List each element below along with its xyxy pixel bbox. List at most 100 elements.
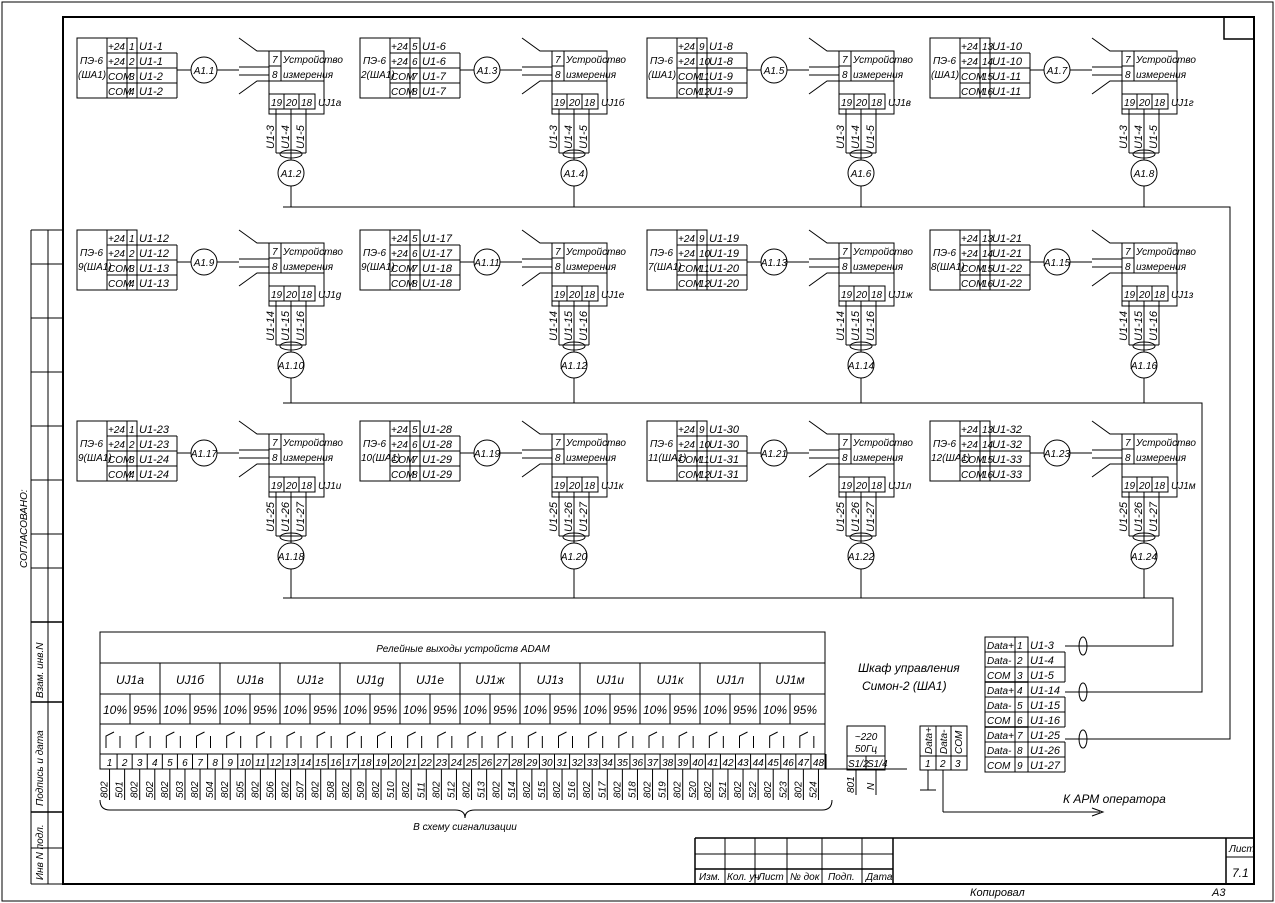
relay-level-low: 10%	[583, 703, 607, 717]
terminal-signal: +24	[678, 249, 695, 260]
relay-contact	[467, 731, 477, 748]
wire-mark: U1-17	[422, 248, 453, 260]
cable-marker-out: A1.20	[560, 552, 588, 563]
terminal-signal: COM	[108, 455, 132, 466]
bus-terminal-number: 6	[1017, 716, 1023, 727]
device-pin-number: 18	[584, 98, 596, 109]
signal-wire-mark: U1-14	[265, 311, 277, 341]
cable-marker-out: A1.14	[847, 361, 875, 372]
device-title: Устройство	[1135, 438, 1196, 449]
device-pin-number: 8	[272, 453, 278, 464]
format-label: А3	[1211, 887, 1226, 899]
relay-terminal-number: 8	[212, 758, 218, 769]
relay-wire-mark: 524	[808, 781, 819, 798]
terminal-signal: COM	[391, 470, 415, 481]
terminal-signal: COM	[678, 87, 702, 98]
pe-module-name: ПЭ-6	[650, 439, 674, 450]
device-title: Устройство	[565, 247, 626, 258]
device-subtitle: измерения	[853, 453, 904, 464]
terminal-number: 8	[412, 470, 418, 481]
wire-mark: U1-31	[709, 454, 739, 466]
wire-mark: U1-21	[992, 233, 1022, 245]
relay-level-high: 95%	[553, 703, 577, 717]
device-pin-number: 19	[1124, 98, 1136, 109]
cable-marker-in: A1.11	[473, 258, 499, 269]
terminal-number: 2	[128, 57, 135, 68]
relay-terminal-number: 5	[167, 758, 173, 769]
wire-mark: U1-18	[422, 263, 453, 275]
cable-marker-in: A1.5	[763, 66, 785, 77]
terminal-number: 10	[699, 440, 711, 451]
sheet-number: 7.1	[1232, 866, 1249, 880]
device-pin-number: 8	[555, 453, 561, 464]
device-subtitle: измерения	[566, 262, 617, 273]
wire-mark: U1-11	[992, 86, 1021, 98]
device-pin-number: 7	[842, 55, 848, 66]
device-pin-number: 7	[555, 438, 561, 449]
relay-contact	[226, 731, 235, 748]
relay-terminal-number: 22	[420, 758, 433, 769]
tb-izm: Изм.	[699, 872, 720, 883]
relay-wire-mark: 511	[416, 782, 427, 798]
terminal-signal: +24	[961, 42, 978, 53]
wire-mark: U1-24	[139, 469, 169, 481]
tb-doc: № док	[790, 872, 821, 883]
bus-wire-mark: U1-3	[1030, 640, 1055, 652]
device-bottom-pins	[1121, 476, 1169, 493]
terminal-number: 3	[129, 72, 135, 83]
signal-wire-mark: U1-3	[265, 124, 277, 149]
connector-fan	[808, 229, 839, 244]
arm-data-label: COM	[954, 730, 965, 754]
wire-mark: U1-8	[709, 56, 734, 68]
measuring-device-box	[838, 242, 895, 307]
relay-terminal-number: 44	[753, 758, 765, 769]
relay-terminal-number: 47	[798, 758, 810, 769]
wire-mark: U1-33	[992, 454, 1023, 466]
relay-terminal-number: 39	[677, 758, 689, 769]
device-pin-number: 20	[855, 481, 868, 492]
terminal-number: 14	[982, 57, 994, 68]
relay-level-high: 95%	[793, 703, 817, 717]
device-pin-number: 18	[871, 481, 883, 492]
relay-terminal-number: 14	[300, 758, 312, 769]
terminal-signal: COM	[108, 87, 132, 98]
device-pin-number: 18	[301, 481, 313, 492]
pe-module-box	[929, 229, 961, 291]
inner-frame	[62, 16, 1255, 885]
device-title: Устройство	[1135, 55, 1196, 66]
connector-fan	[808, 37, 839, 52]
pe-module-name: ПЭ-6	[933, 439, 957, 450]
relay-terminal-number: 6	[182, 758, 188, 769]
relay-terminal-number: 48	[813, 758, 825, 769]
terminal-number: 7	[412, 264, 418, 275]
device-pin-number: 20	[285, 290, 298, 301]
pe-module-location: 8(ША1)	[931, 262, 965, 273]
connector-fan	[521, 229, 552, 244]
wire-mark: U1-1	[139, 56, 163, 68]
measuring-device-box	[838, 50, 895, 115]
bus-terminal-number: 1	[1017, 641, 1023, 652]
terminal-signal: +24	[961, 57, 978, 68]
terminal-number: 7	[412, 455, 418, 466]
wire-mark: U1-13	[139, 278, 170, 290]
wire-mark: U1-7	[422, 71, 447, 83]
relay-wire-mark: 802	[703, 781, 714, 798]
tb-date: Дата	[865, 872, 893, 883]
relay-terminal-number: 38	[662, 758, 674, 769]
relay-wire-mark: 802	[281, 781, 292, 798]
relay-terminal-number: 28	[510, 758, 523, 769]
bus-signal-label: Data-	[987, 656, 1012, 667]
relay-level-low: 10%	[763, 703, 787, 717]
connector-fan	[238, 272, 269, 287]
side-label-agreed: СОГЛАСОВАНО:	[19, 489, 30, 568]
relay-terminal-number: 27	[495, 758, 508, 769]
device-pin-number: 19	[554, 290, 566, 301]
terminal-number: 7	[412, 72, 418, 83]
relay-contact	[407, 731, 416, 748]
relay-terminal-number: 17	[345, 758, 357, 769]
relay-level-high: 95%	[673, 703, 697, 717]
terminal-number: 15	[982, 264, 994, 275]
